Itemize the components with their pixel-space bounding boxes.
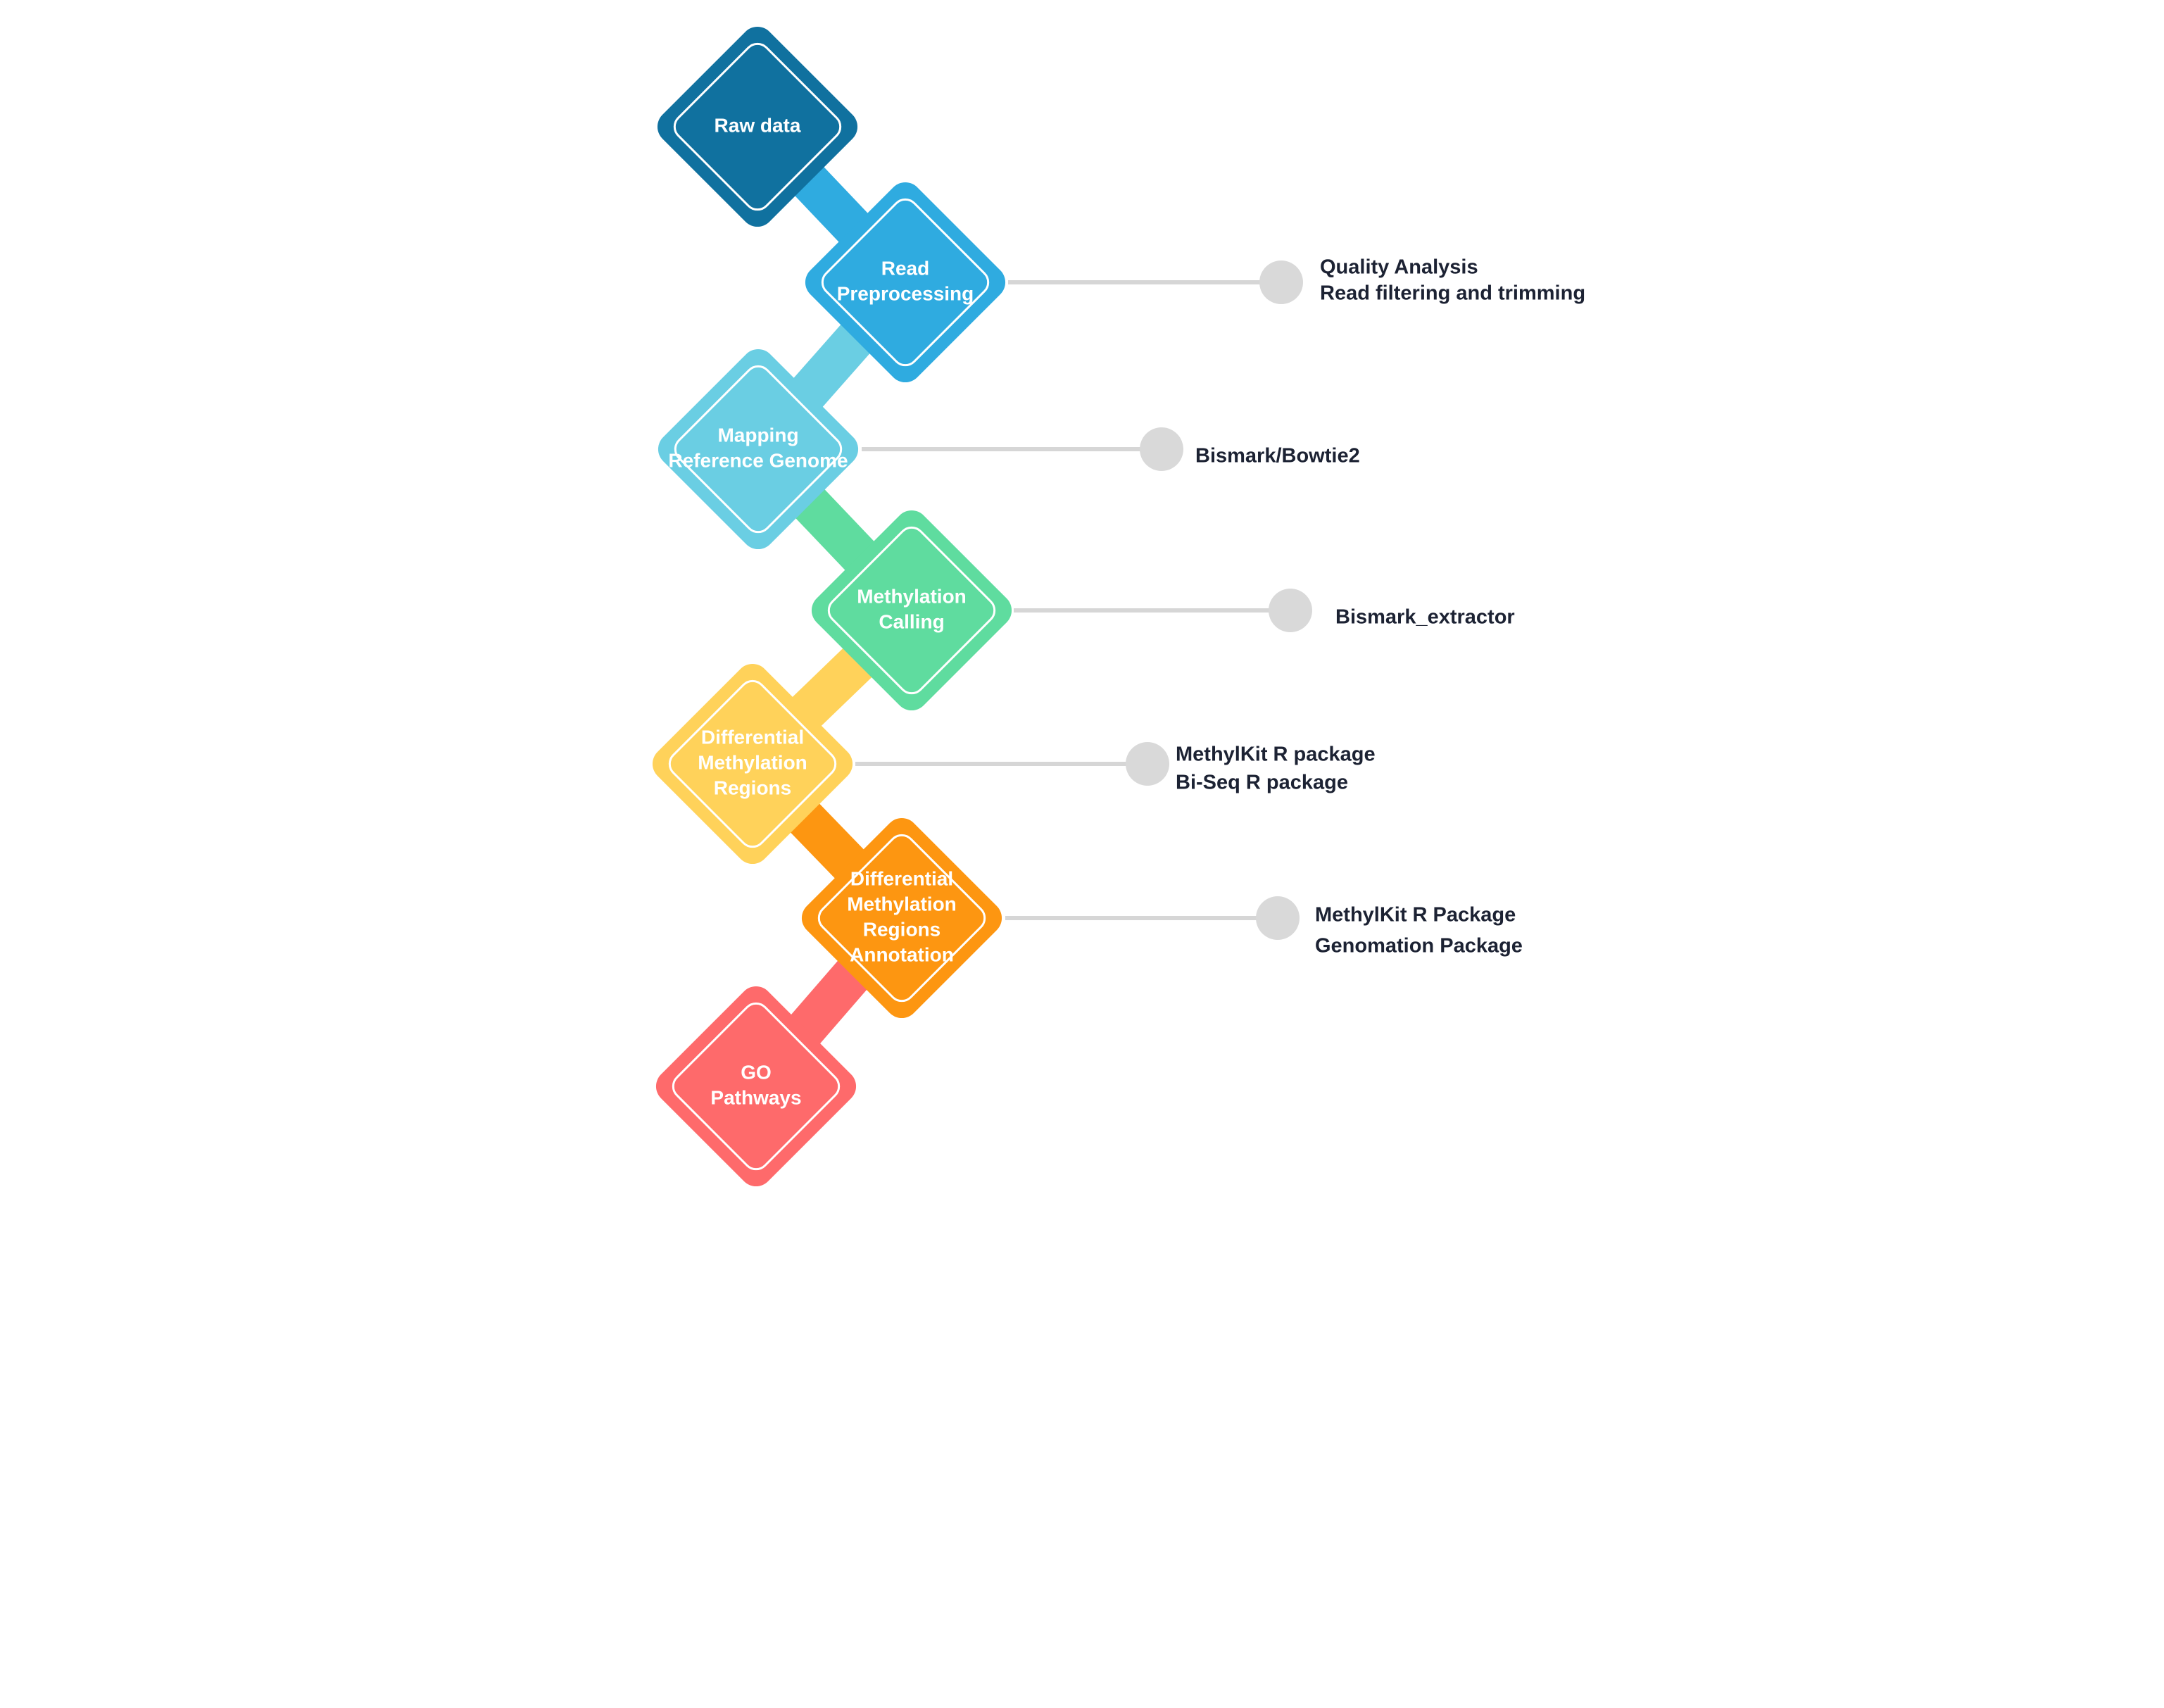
step-label-1-line-1: Raw data [715,114,801,136]
step-diamond-1 [657,26,858,227]
step-label-2-line-1: Read [881,257,929,279]
step-label-6-line-1: Differential [850,867,953,889]
step-diamond-inner-border-6 [817,834,986,1003]
tool-label-step-3-1: Bismark/Bowtie2 [1195,445,1360,467]
step-label-4-line-2: Calling [879,610,944,632]
step-diamond-fill-1 [657,26,858,227]
step-label-7-line-2: Pathways [710,1086,801,1108]
connector-dot-step-4 [1269,589,1312,632]
tool-label-step-2-2: Read filtering and trimming [1320,282,1585,305]
step-diamond-4 [811,510,1012,711]
connector-dot-step-3 [1140,427,1183,471]
step-nodes: Raw dataReadPreprocessingMappingReferenc… [652,26,1012,1187]
tool-label-step-6-1: MethylKit R Package [1315,904,1516,927]
step-diamond-fill-5 [652,663,853,865]
step-label-5-line-3: Regions [714,777,791,798]
step-diamond-inner-border-3 [674,365,843,534]
tool-label-step-2-1: Quality Analysis [1320,256,1478,279]
connector-dot-step-2 [1259,260,1303,304]
step-label-7-line-1: GO [741,1061,772,1083]
tool-label-step-5-2: Bi-Seq R package [1176,772,1348,794]
tool-label-step-6-2: Genomation Package [1315,935,1523,957]
step-label-5-line-1: Differential [701,726,804,748]
step-label-4-line-1: Methylation [857,585,967,607]
connector-dot-step-6 [1256,896,1300,940]
step-node-7: GO Pathways [655,986,857,1187]
tool-label-step-5-1: MethylKit R package [1176,743,1376,766]
step-label-3-line-1: Mapping [717,424,798,446]
step-diamond-inner-border-1 [673,42,842,211]
step-diamond-fill-3 [658,348,859,550]
step-label-2-line-2: Preprocessing [837,282,974,304]
step-diamond-fill-2 [805,182,1006,383]
step-label-6-line-4: Annotation [850,943,954,965]
tool-label-step-4-1: Bismark_extractor [1335,606,1515,629]
step-diamond-2 [805,182,1006,383]
step-diamond-inner-border-4 [827,526,996,695]
step-diamond-inner-border-5 [668,679,837,848]
connector-dot-step-5 [1126,742,1169,786]
step-label-3-line-2: Reference Genome [668,449,848,471]
step-label-5-line-2: Methylation [698,751,807,773]
step-diamond-fill-4 [811,510,1012,711]
step-node-1: Raw data [657,26,858,227]
step-diamond-7 [655,986,857,1187]
step-diamond-5 [652,663,853,865]
step-diamond-3 [658,348,859,550]
step-diamond-inner-border-2 [821,198,990,367]
step-diamond-fill-7 [655,986,857,1187]
step-diamond-6 [801,817,1002,1019]
step-diamond-fill-6 [801,817,1002,1019]
step-label-6-line-3: Regions [863,918,941,940]
step-diamond-inner-border-7 [672,1002,841,1171]
step-label-6-line-2: Methylation [847,893,957,915]
